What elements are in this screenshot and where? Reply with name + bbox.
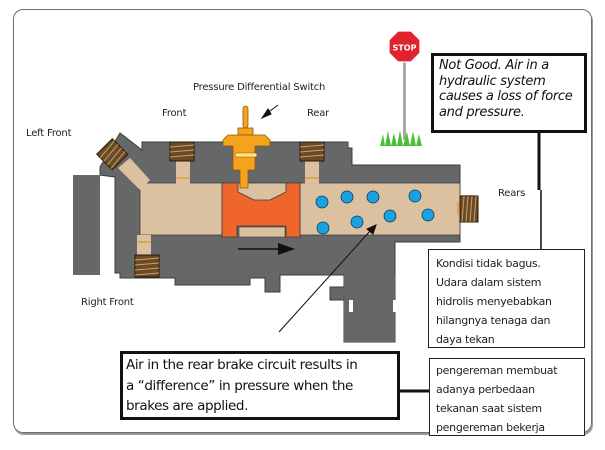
air-bubbles [315, 189, 435, 235]
note-line: and pressure. [439, 104, 525, 120]
flow-arrow [238, 243, 295, 255]
note-line: pengereman bekerja [436, 421, 545, 434]
note-line: Udara dalam sistem [436, 276, 542, 289]
label-rears: Rears [498, 188, 526, 199]
note-line: adanya perbedaan [436, 383, 535, 396]
note-line: hydraulic system [439, 73, 546, 89]
air-bubble [383, 209, 397, 223]
left-front-fitting [96, 138, 129, 171]
stop-sign-text: STOP [393, 44, 417, 53]
shuttle-piston [221, 182, 301, 238]
label-front: Front [162, 108, 187, 119]
indonesian-callout-note-2: pengereman membuat adanya perbedaan teka… [429, 358, 585, 436]
caption-line: Air in the rear brake circuit results in [126, 357, 358, 373]
caption-box: Air in the rear brake circuit results in… [120, 351, 400, 420]
right-front-fitting [134, 254, 160, 278]
note-line: tekanan saat sistem [436, 402, 542, 415]
callout-connectors [400, 133, 542, 393]
air-bubble [316, 221, 330, 235]
rear-fitting [299, 141, 325, 162]
indonesian-callout-note-1: Kondisi tidak bagus. Udara dalam sistem … [428, 249, 585, 348]
label-left-front: Left Front [26, 128, 72, 139]
air-bubble [408, 189, 422, 203]
stop-sign-icon: STOP [380, 30, 422, 146]
english-callout-note: Not Good. Air in a hydraulic system caus… [431, 53, 587, 133]
rears-fitting [459, 195, 479, 223]
note-line: pengereman membuat [436, 364, 558, 377]
label-pressure-differential-switch: Pressure Differential Switch [193, 82, 326, 93]
fluid-chamber [118, 158, 474, 255]
caption-line: brakes are applied. [126, 398, 248, 414]
note-line: daya tekan [436, 333, 495, 346]
diagram-frame [13, 9, 592, 433]
label-right-front: Right Front [81, 297, 134, 308]
air-bubble [350, 215, 364, 229]
note-line: Not Good. Air in a [439, 58, 549, 73]
note-line: causes a loss of force [439, 89, 573, 104]
note-line: hilangnya tenaga dan [436, 314, 551, 327]
front-fitting [169, 141, 195, 162]
label-rear: Rear [307, 108, 330, 119]
note-line: Kondisi tidak bagus. [436, 257, 541, 270]
air-bubble [366, 190, 380, 204]
note-line: hidrolis menyebabkan [436, 295, 552, 308]
air-bubble [340, 190, 354, 204]
pointer-arrows [260, 104, 377, 333]
pressure-differential-switch [222, 105, 271, 189]
caption-line: a “difference” in pressure when the [126, 377, 353, 394]
air-bubble [315, 195, 329, 209]
port-fittings [96, 138, 479, 278]
air-bubble [421, 208, 435, 222]
